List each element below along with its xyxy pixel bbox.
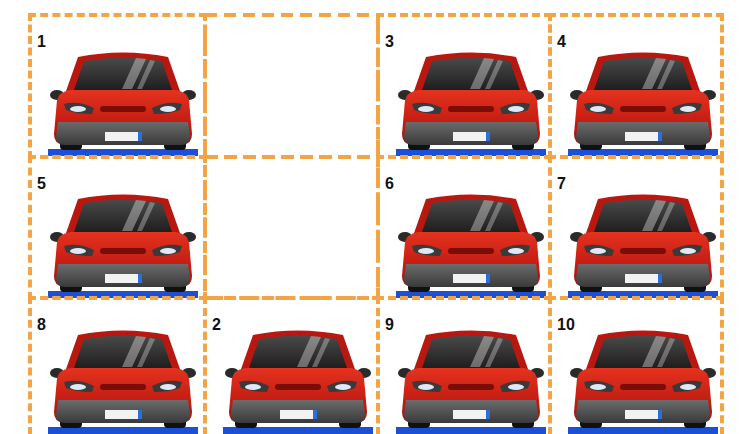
car-icons xyxy=(48,53,718,434)
space-number: 9 xyxy=(385,316,394,334)
parking-space: 1 xyxy=(28,13,207,159)
space-number: 4 xyxy=(557,33,566,51)
parking-space: 4 xyxy=(548,13,724,159)
parking-space: 6 xyxy=(376,155,552,300)
space-number: 6 xyxy=(385,175,394,193)
space-number: 3 xyxy=(385,33,394,51)
space-number: 8 xyxy=(37,316,46,334)
space-number: 7 xyxy=(557,175,566,193)
parking-space: 7 xyxy=(548,155,724,300)
space-number: 1 xyxy=(37,33,46,51)
parking-space: 5 xyxy=(28,155,207,300)
parking-space: 2 xyxy=(203,296,380,434)
space-number: 10 xyxy=(557,316,575,334)
space-number: 5 xyxy=(37,175,46,193)
space-number: 2 xyxy=(212,316,221,334)
parking-space: 9 xyxy=(376,296,552,434)
empty-space xyxy=(205,15,378,298)
parking-space: 8 xyxy=(28,296,207,434)
parking-space: 3 xyxy=(376,13,552,159)
parking-space: 10 xyxy=(548,296,724,434)
